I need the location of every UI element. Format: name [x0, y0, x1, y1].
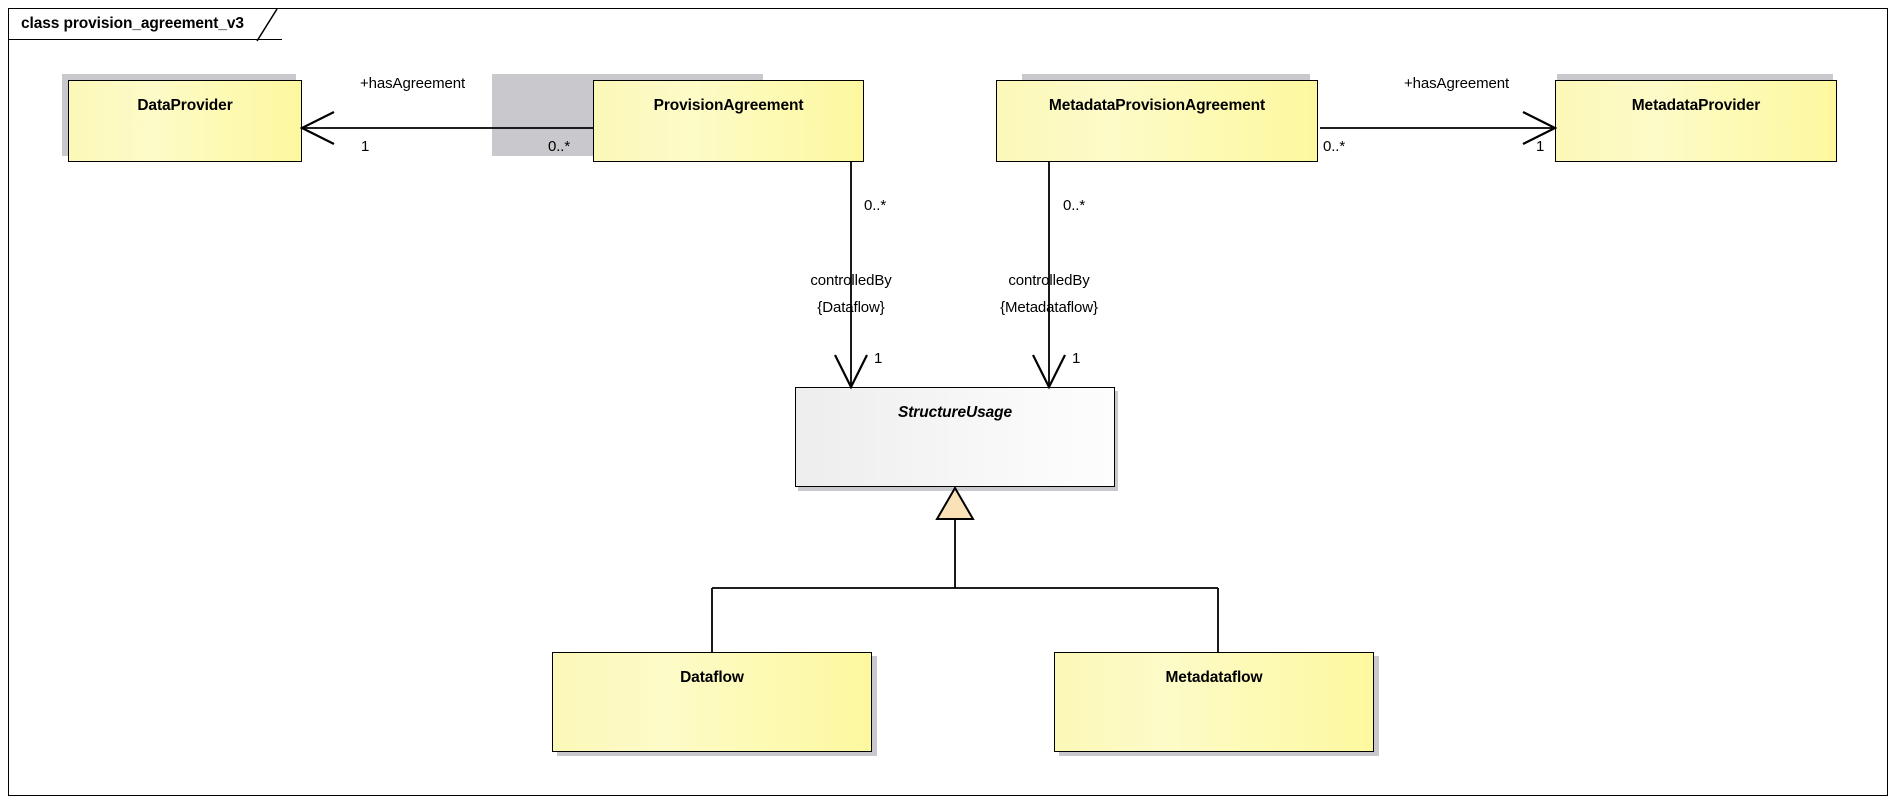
diagram-title: class provision_agreement_v3 — [21, 15, 244, 32]
class-name-label: StructureUsage — [897, 404, 1013, 421]
edge-multiplicity-data-provider: 1 — [361, 138, 370, 155]
class-name-label: ProvisionAgreement — [653, 97, 804, 114]
edge-multiplicity-provision-agreement-controlled: 0..* — [864, 197, 887, 214]
class-node-dataflow[interactable]: Dataflow — [552, 652, 872, 752]
edge-label-controlled-by-metadataflow-line1: controlledBy — [1008, 272, 1090, 289]
class-node-structure-usage[interactable]: StructureUsage — [795, 387, 1115, 487]
class-name-label: Dataflow — [680, 669, 744, 686]
class-name-label: MetadataProvisionAgreement — [1048, 97, 1266, 114]
edge-label-has-agreement-right: +hasAgreement — [1404, 75, 1510, 92]
edge-label-has-agreement-left: +hasAgreement — [360, 75, 466, 92]
edge-multiplicity-structure-usage-from-metadata-provision: 1 — [1072, 350, 1081, 367]
class-name-label: MetadataProvider — [1631, 97, 1761, 114]
diagram-frame-title-tab: class provision_agreement_v3 — [8, 8, 282, 40]
edge-multiplicity-structure-usage-from-provision: 1 — [874, 350, 883, 367]
class-name-label: DataProvider — [137, 97, 233, 114]
edge-label-controlled-by-dataflow-line2: {Dataflow} — [817, 299, 885, 316]
class-node-metadataflow[interactable]: Metadataflow — [1054, 652, 1374, 752]
edge-multiplicity-metadata-provision-agreement-controlled: 0..* — [1063, 197, 1086, 214]
class-node-data-provider[interactable]: DataProvider — [68, 80, 302, 162]
class-node-metadata-provider[interactable]: MetadataProvider — [1555, 80, 1837, 162]
edge-multiplicity-metadata-provider: 1 — [1536, 138, 1545, 155]
edge-label-controlled-by-metadataflow-line2: {Metadataflow} — [1000, 299, 1098, 316]
edge-multiplicity-provision-agreement-assoc: 0..* — [548, 138, 571, 155]
edge-multiplicity-metadata-provision-agreement-assoc: 0..* — [1323, 138, 1346, 155]
class-name-label: Metadataflow — [1165, 669, 1263, 686]
class-node-metadata-provision-agreement[interactable]: MetadataProvisionAgreement — [996, 80, 1318, 162]
edge-label-controlled-by-dataflow-line1: controlledBy — [810, 272, 892, 289]
class-node-provision-agreement[interactable]: ProvisionAgreement — [593, 80, 864, 162]
